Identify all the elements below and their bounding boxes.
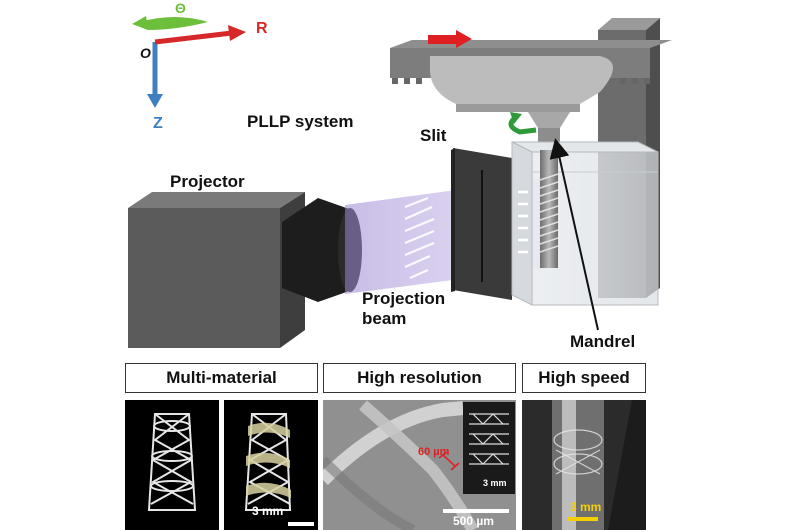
mandrel bbox=[518, 150, 559, 268]
panel-title-multi-material: Multi-material bbox=[125, 363, 318, 393]
z-axis-label: Z bbox=[153, 115, 163, 132]
pllp-schematic bbox=[128, 16, 672, 348]
system-label: PLLP system bbox=[247, 112, 354, 131]
projector-label: Projector bbox=[170, 172, 245, 191]
resin-tank bbox=[511, 141, 659, 306]
origin-label: O bbox=[140, 45, 151, 61]
inset-scale-label: 3 mm bbox=[483, 478, 507, 488]
multi-material-photo-1 bbox=[125, 400, 219, 530]
scale-label-multi-material: 3 mm bbox=[252, 504, 284, 518]
sem-image bbox=[323, 400, 516, 530]
slit-label: Slit bbox=[420, 126, 447, 145]
feature-size-label: 60 µm bbox=[418, 446, 450, 458]
translation-arrow bbox=[428, 30, 472, 48]
multi-material-photo-2: 3 mm bbox=[224, 400, 318, 530]
projector-lens bbox=[282, 198, 352, 302]
scale-bar-high-speed bbox=[568, 517, 598, 521]
scale-label-high-resolution: 500 µm bbox=[453, 514, 494, 528]
mandrel-pointer bbox=[549, 138, 599, 331]
high-speed-photo: 3 mm bbox=[522, 400, 646, 530]
scale-label-high-speed: 3 mm bbox=[570, 500, 602, 514]
printing-mandrel-photo bbox=[522, 400, 646, 530]
panel-title-high-speed: High speed bbox=[522, 363, 646, 393]
high-resolution-photo: 60 µm 3 mm 500 µm bbox=[323, 400, 516, 530]
slit-plate bbox=[451, 148, 512, 300]
panel-title-high-resolution: High resolution bbox=[323, 363, 516, 393]
scale-bar-multi-material bbox=[288, 522, 314, 526]
projected-pattern bbox=[404, 196, 435, 280]
rotation-arrowhead bbox=[510, 112, 522, 124]
z-axis-arrowhead bbox=[147, 94, 163, 108]
projector bbox=[128, 192, 362, 348]
scale-bar-high-resolution bbox=[443, 509, 509, 513]
theta-arrowhead bbox=[132, 16, 148, 30]
r-axis-arrowhead bbox=[228, 25, 246, 41]
coordinate-axes bbox=[132, 16, 246, 108]
stent-multimaterial bbox=[244, 413, 292, 511]
stent-white bbox=[147, 413, 197, 511]
theta-rotation-arrow bbox=[140, 17, 208, 30]
mandrel-label: Mandrel bbox=[570, 332, 636, 351]
theta-axis-label: Θ bbox=[175, 0, 186, 16]
r-axis bbox=[154, 30, 233, 45]
r-axis-label: R bbox=[256, 20, 268, 37]
projection-beam-label: Projection beam bbox=[362, 289, 446, 328]
